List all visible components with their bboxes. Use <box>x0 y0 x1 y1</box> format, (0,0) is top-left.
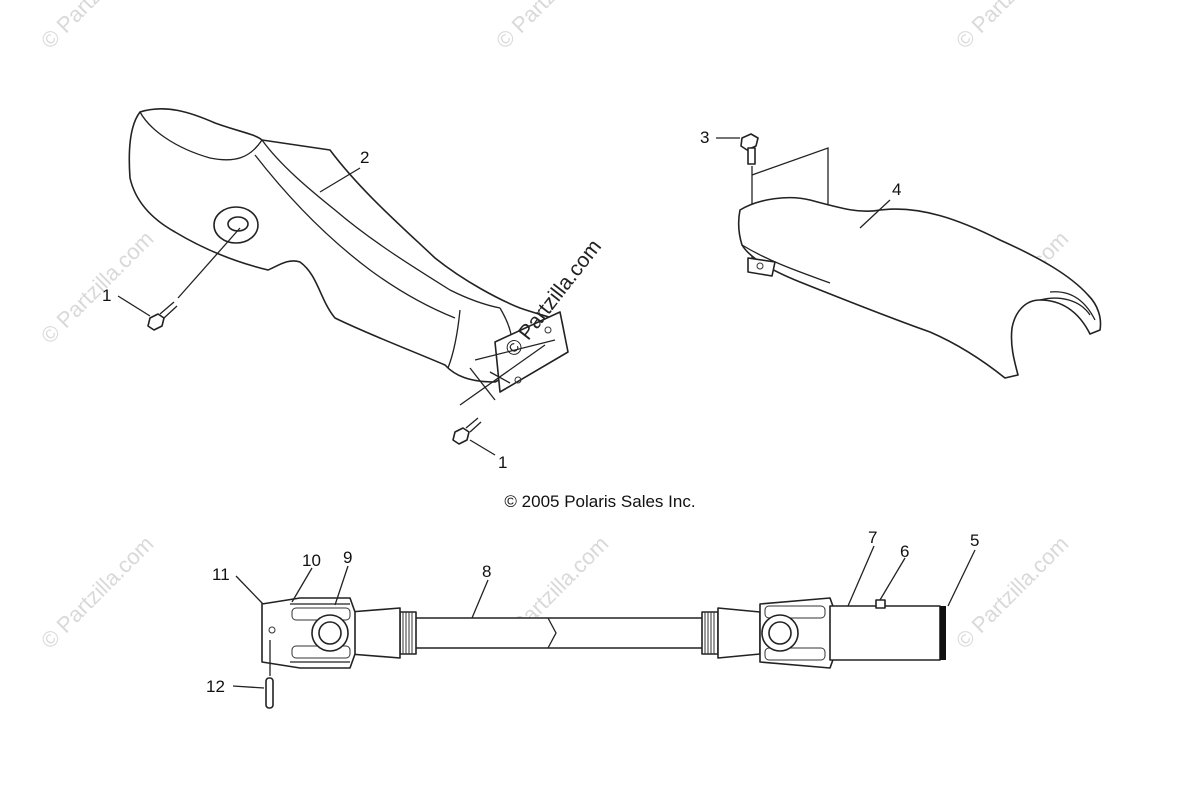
callout-2: 2 <box>360 148 369 167</box>
callout-8: 8 <box>482 562 491 581</box>
watermark: © Partzilla.com <box>491 0 614 54</box>
callout-1: 1 <box>102 286 111 305</box>
watermark: © Partzilla.com <box>951 0 1074 54</box>
part-4-cover <box>737 147 1102 379</box>
callout-7: 7 <box>868 528 877 547</box>
callout-10: 10 <box>302 551 321 570</box>
watermark: © Partzilla.com <box>36 531 159 654</box>
steering-shaft-assembly <box>261 597 946 709</box>
watermark: © Partzilla.com <box>36 226 159 349</box>
callout-12: 12 <box>206 677 225 696</box>
callout-3: 3 <box>700 128 709 147</box>
callout-1: 1 <box>498 453 507 472</box>
callout-leaders <box>117 137 976 689</box>
callout-5: 5 <box>970 531 979 550</box>
part-1-bolt <box>147 301 178 331</box>
callout-11: 11 <box>212 565 230 584</box>
callout-4: 4 <box>892 180 901 199</box>
watermark: © Partzilla.com <box>36 0 159 54</box>
callouts: 1 1 2 3 4 5 6 7 8 9 10 11 12 <box>102 128 979 696</box>
part-2-shield <box>128 108 569 406</box>
copyright-notice: © 2005 Polaris Sales Inc. <box>504 492 696 511</box>
callout-9: 9 <box>343 548 352 567</box>
part-1-bolt <box>452 417 482 445</box>
callout-6: 6 <box>900 542 909 561</box>
